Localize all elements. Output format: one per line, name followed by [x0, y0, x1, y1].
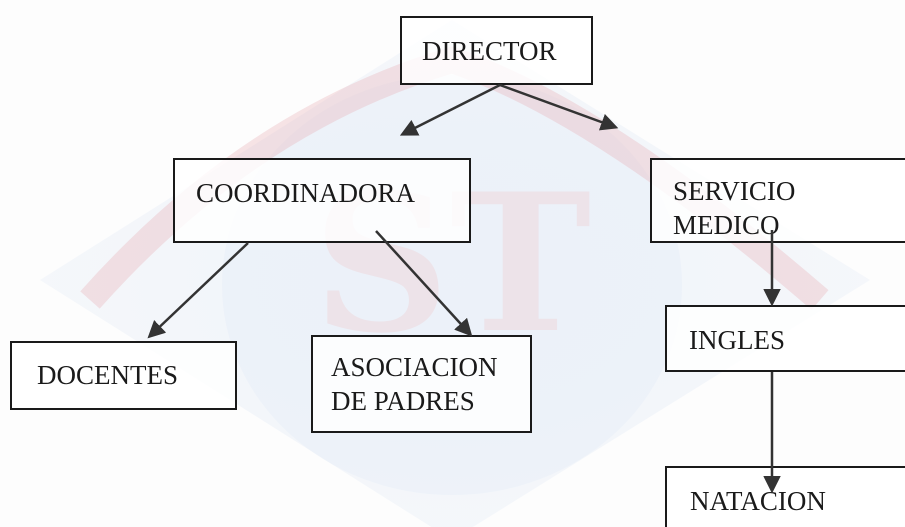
node-ingles-label: INGLES — [689, 325, 785, 355]
node-director: DIRECTOR — [400, 16, 593, 85]
node-natacion-label: NATACION — [690, 486, 826, 516]
node-docentes: DOCENTES — [10, 341, 237, 410]
node-asociacion-padres-label-line1: ASOCIACION — [331, 352, 498, 382]
node-coordinadora-label: COORDINADORA — [196, 178, 416, 208]
node-ingles: INGLES — [665, 305, 905, 372]
node-asociacion-padres: ASOCIACION DE PADRES — [311, 335, 532, 433]
node-servicio-medico: SERVICIO MEDICO — [650, 158, 905, 243]
node-servicio-medico-label-line2: MEDICO — [673, 210, 780, 240]
node-docentes-label: DOCENTES — [37, 360, 178, 390]
node-director-label: DIRECTOR — [422, 36, 557, 66]
node-natacion: NATACION — [665, 466, 905, 527]
node-asociacion-padres-label-line2: DE PADRES — [331, 386, 475, 416]
node-servicio-medico-label-line1: SERVICIO — [673, 176, 796, 206]
node-coordinadora: COORDINADORA — [173, 158, 471, 243]
